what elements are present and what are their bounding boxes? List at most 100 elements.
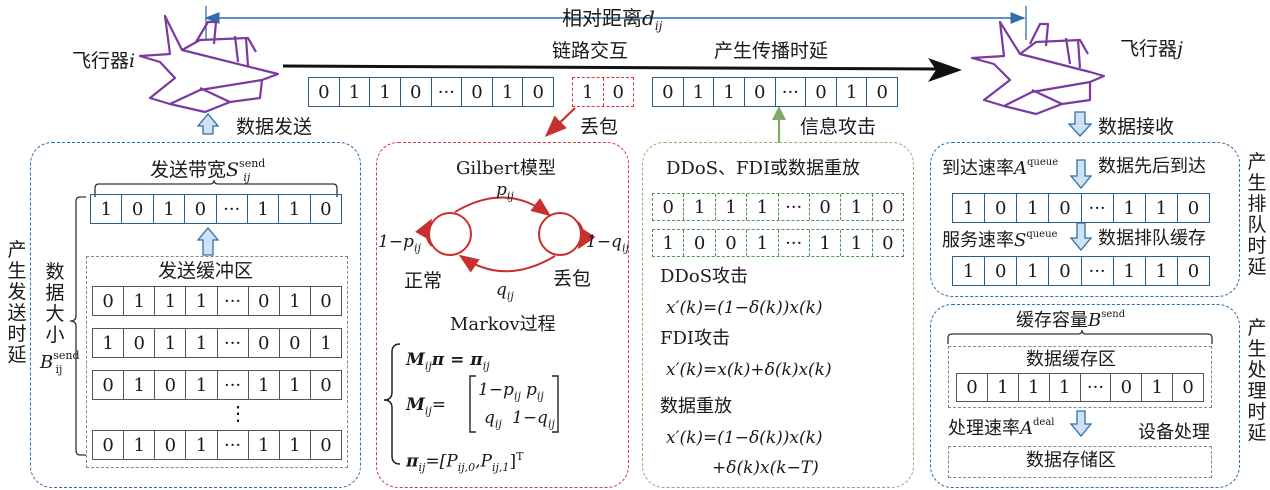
bit-cell: 0 [249,329,280,357]
storage-box [948,446,1212,478]
buffer-label: 发送缓冲区 [158,260,254,282]
bit-cell: 0 [124,329,156,357]
bit-cell: 1 [1146,194,1178,222]
bit-cell: 1 [279,195,311,223]
bit-cell: 0 [957,374,988,401]
q-label: qij [496,280,514,303]
aircraft-j-label: 飞行器j [1120,38,1183,60]
bit-cell: ··· [218,329,249,357]
bit-cell: 1 [747,230,779,256]
data-buffer [948,346,1212,408]
bit-cell: ··· [217,195,248,223]
bandwidth-row: 1 0 1 0 ··· 1 1 0 [90,194,342,224]
bit-cell: 0 [320,290,332,312]
ddos-eq: x′(k)=(1−δ(k))x(k) [666,298,823,318]
bit-cell: 1 [124,431,156,459]
bit-cell: 0 [320,374,332,396]
bit-cell: 0 [876,81,888,103]
process-panel [930,304,1240,488]
down-arrow-icon [1067,111,1093,137]
bit-cell: 0 [1187,260,1200,282]
arrival-label: 到达速率Aqueue [942,157,1059,179]
vdots: ⋮ [228,401,248,425]
buffer-row: 0 1 1 1 ··· 0 1 0 [92,286,342,316]
buffer-row: 0 1 0 1 ··· 1 1 0 [92,370,342,400]
data-buffer-label: 数据缓存区 [1026,349,1116,370]
bit-cell: 0 [653,78,684,106]
gilbert-panel [376,142,629,488]
bit-cell: 1 [747,194,779,220]
bit-cell: 1 [1017,257,1050,285]
bit-cell: ··· [779,194,810,220]
bit-cell: 1 [91,195,123,223]
bit-cell: 0 [401,78,432,106]
capacity-label: 缓存容量Bsend [1016,309,1126,331]
distance-label: 相对距离dij [562,6,663,33]
bit-cell: 0 [1187,197,1200,219]
bit-cell: 1 [280,287,311,315]
bit-cell: 1 [684,78,715,106]
bit-cell: 0 [320,434,332,456]
bit-cell: 0 [93,287,125,315]
buffer-row: 0 1 0 1 ··· 1 1 0 [92,430,342,460]
link-arrow [282,64,939,71]
bit-cell: 1 [493,78,524,106]
process-side-label: 产生处理时延 [1247,317,1267,444]
delay-label: 产生传播时延 [714,40,829,62]
bit-cell: 1 [186,371,218,399]
bit-cell: 1 [248,195,280,223]
replay-eq1: x′(k)=(1−δ(k))x(k) [666,428,823,448]
queue-text: 数据排队缓存 [1098,228,1206,249]
queue-side-label: 产生排队时延 [1247,151,1267,278]
attack-row: 1 0 0 1 ··· 1 1 0 [652,229,904,257]
attack-arrow [772,106,786,143]
bit-cell: 0 [320,198,332,220]
bit-cell: 1 [124,371,156,399]
self-left-label: 1−pij [378,232,421,255]
bit-cell: 0 [716,230,748,256]
bit-cell: 0 [122,195,154,223]
aircraft-icon [970,20,1106,116]
up-arrow-icon [196,226,220,256]
bit-cell: 1 [841,194,873,220]
bit-cell: 1 [988,374,1019,401]
bit-cell: 1 [93,329,125,357]
bit-cell: 1 [340,78,371,106]
bit-cell: 1 [249,431,280,459]
bit-cell: 1 [841,230,873,256]
attack-panel [642,142,914,488]
send-buffer [86,256,348,468]
matrix-m12: pij [526,380,544,403]
bit-cell: 1 [280,371,311,399]
bit-cell: 0 [653,194,685,220]
bit-cell: 1 [186,431,218,459]
bit-cell: 0 [1049,257,1082,285]
bit-cell: ··· [1082,194,1114,222]
process-row: 0 1 1 1 ··· 0 1 0 [956,373,1204,402]
bit-cell: ··· [776,78,807,106]
send-label: 数据发送 [236,116,313,138]
bit-cell: 1 [1114,257,1146,285]
fdi-eq: x′(k)=x(k)+δ(k)x(k) [666,360,832,380]
size-label: 数据大小 [45,261,65,346]
bit-cell: 0 [1049,194,1082,222]
queue-row: 1 0 1 0 ··· 1 1 0 [952,256,1210,286]
bit-cell: 0 [1182,377,1194,398]
bit-cell: 1 [573,78,604,106]
queue-panel [930,142,1240,297]
receive-label: 数据接收 [1098,116,1175,138]
bit-cell: 1 [1142,374,1174,401]
bit-cell: 0 [249,287,280,315]
bit-cell: ··· [218,287,249,315]
bit-cell: ··· [1081,374,1112,401]
bit-cell: 1 [155,329,187,357]
replay-eq2: +δ(k)x(k−T) [712,458,819,478]
bit-cell: 1 [186,329,218,357]
bit-cell: 1 [124,287,156,315]
aircraft-i-label: 飞行器i [72,50,136,72]
bit-cell: ··· [432,78,463,106]
attack-row: 0 1 1 1 ··· 0 1 0 [652,193,904,221]
send-panel [30,142,361,488]
bit-cell: 0 [93,431,125,459]
bit-cell: ··· [218,431,249,459]
